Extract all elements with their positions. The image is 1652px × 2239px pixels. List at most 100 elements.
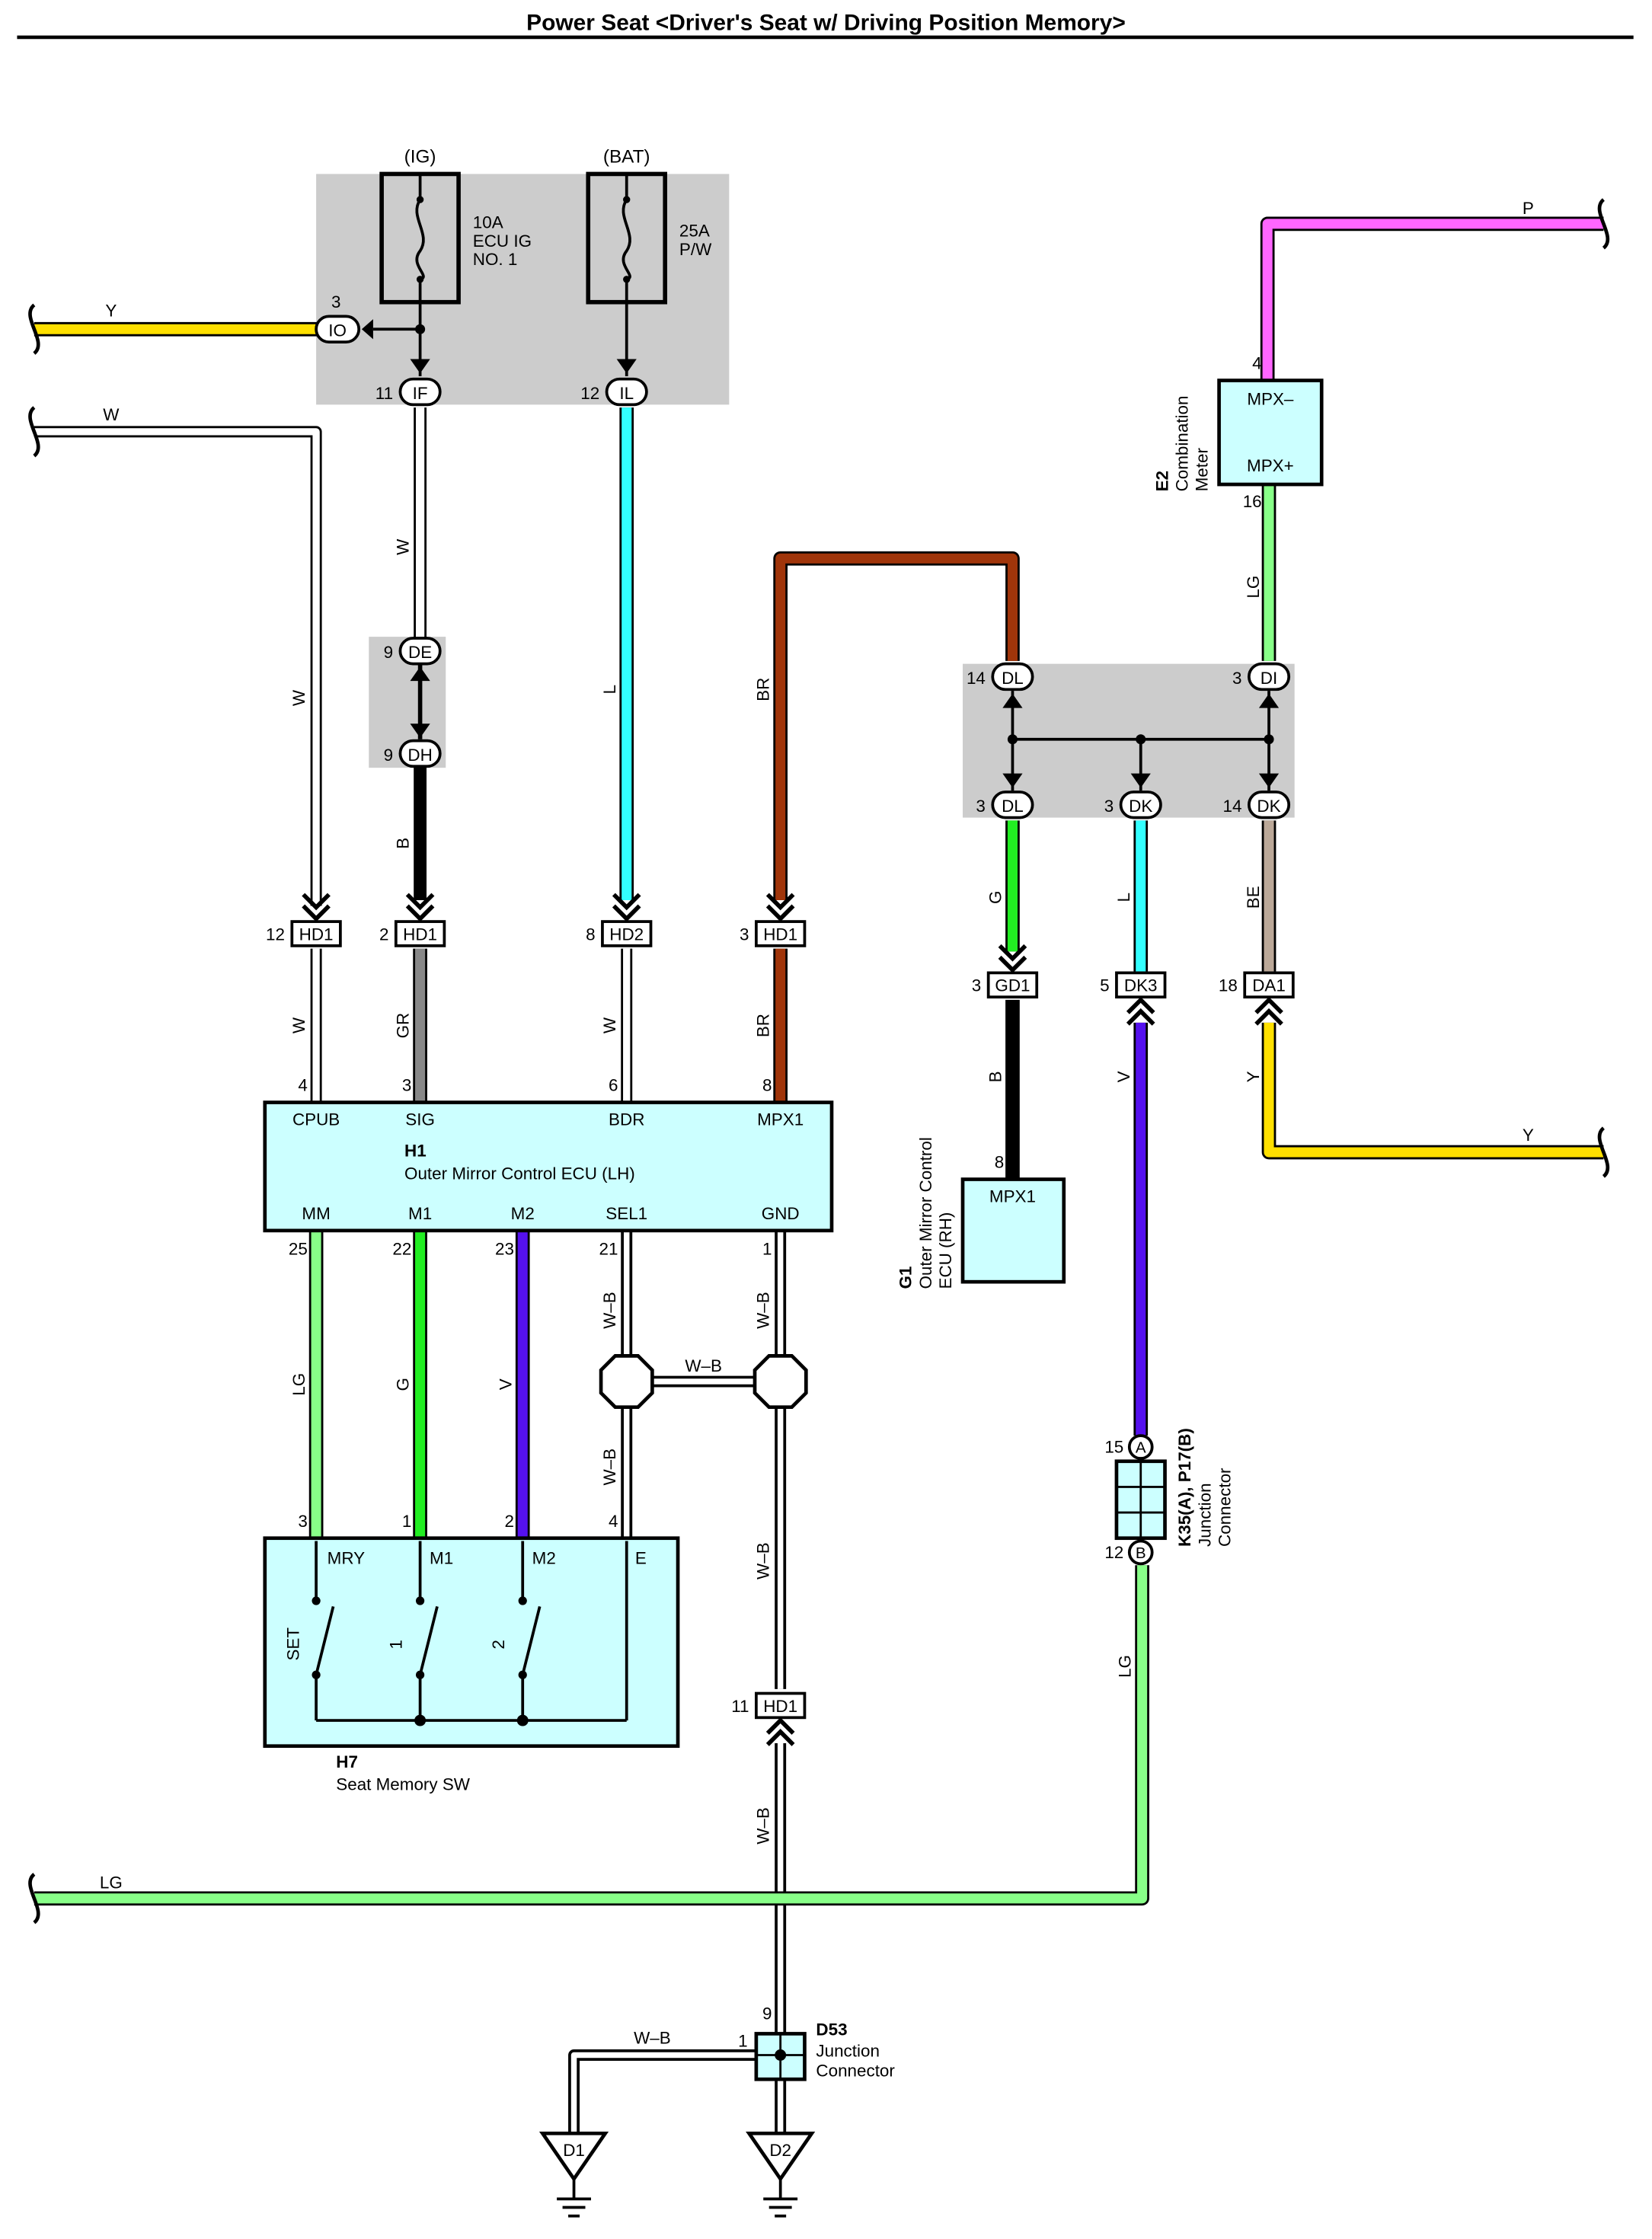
svg-text:A: A: [1136, 1439, 1146, 1457]
svg-text:HD2: HD2: [609, 925, 644, 944]
break-mark-lg-left: [28, 1873, 40, 1924]
svg-text:HD1: HD1: [299, 925, 334, 944]
svg-text:GD1: GD1: [995, 976, 1030, 995]
svg-text:DH: DH: [407, 746, 432, 765]
svg-text:15: 15: [1104, 1438, 1123, 1457]
g1-name1: Outer Mirror Control: [916, 1137, 935, 1289]
break-mark-w-left: [28, 406, 40, 458]
port-dl-bottom: DL 3: [976, 791, 1034, 819]
svg-text:2: 2: [489, 1640, 508, 1649]
d53-code: D53: [816, 2020, 847, 2039]
svg-text:11: 11: [375, 384, 393, 403]
label-wire-wb-gnd: W–B: [754, 1292, 773, 1329]
svg-text:12: 12: [1104, 1543, 1123, 1562]
svg-text:IL: IL: [619, 384, 634, 403]
svg-text:3: 3: [972, 976, 981, 995]
connector-hd1-12: HD1 12: [266, 893, 342, 947]
port-de: DE 9: [384, 637, 442, 666]
svg-text:4: 4: [298, 1076, 307, 1095]
jc-name2: Connector: [1216, 1468, 1235, 1547]
port-io: IO 3: [315, 292, 361, 343]
svg-text:3: 3: [1104, 797, 1114, 816]
svg-text:SET: SET: [284, 1627, 303, 1661]
arrow-if: [410, 359, 430, 374]
svg-text:12: 12: [266, 925, 285, 944]
port-dl-top: DL 14: [967, 662, 1034, 692]
wire-p-meter: [1260, 216, 1604, 379]
connector-hd1-3: HD1 3: [740, 893, 807, 947]
e2-code: E2: [1152, 471, 1171, 491]
svg-text:12: 12: [580, 384, 599, 403]
svg-text:14: 14: [1223, 797, 1242, 816]
svg-text:3: 3: [740, 925, 749, 944]
svg-text:3: 3: [402, 1076, 411, 1095]
svg-text:3: 3: [298, 1512, 307, 1531]
arrow-il: [616, 359, 637, 374]
label-wire-wb-e: W–B: [600, 1448, 619, 1486]
label-wire-w-vert2: W: [394, 538, 413, 555]
svg-text:M1: M1: [430, 1548, 453, 1567]
ground-point-d2: D2: [746, 2131, 816, 2218]
port-dk-middle: DK 3: [1104, 791, 1162, 819]
label-wire-br-vert: BR: [754, 678, 773, 701]
svg-text:DK3: DK3: [1124, 976, 1158, 995]
label-wire-y-da1: Y: [1244, 1071, 1263, 1082]
svg-text:MPX–: MPX–: [1247, 389, 1294, 408]
label-wire-br-hd1: BR: [754, 1014, 773, 1037]
fuse-bat-name: P/W: [679, 240, 712, 259]
label-wire-g-m1: G: [394, 1378, 413, 1391]
fuse-pw: [586, 171, 668, 376]
svg-text:DI: DI: [1261, 669, 1277, 688]
svg-text:MPX1: MPX1: [757, 1110, 804, 1129]
svg-text:SIG: SIG: [405, 1110, 435, 1129]
svg-text:8: 8: [586, 925, 595, 944]
svg-text:GND: GND: [762, 1204, 800, 1223]
svg-text:16: 16: [1243, 492, 1262, 511]
h7-name: Seat Memory SW: [336, 1775, 471, 1794]
break-mark-p-right: [1597, 198, 1610, 250]
component-h7-seat-memory-switch: MRY M1 M2 E 3 1 2 4 SET 1 2: [263, 1512, 680, 1749]
connector-hd1-2: HD1 2: [379, 893, 446, 947]
svg-text:DK: DK: [1257, 797, 1280, 816]
svg-text:8: 8: [762, 1076, 772, 1095]
label-wire-lg-jc: LG: [1116, 1655, 1135, 1678]
svg-text:9: 9: [384, 643, 393, 662]
e2-name1: Combination: [1172, 396, 1191, 492]
jc-code: K35(A), P17(B): [1175, 1428, 1194, 1547]
fuse-ig-amp: 10A: [473, 212, 503, 232]
d53-name2: Connector: [816, 2062, 895, 2081]
splice-point-left: [599, 1354, 654, 1410]
wire-wb-d53-d1: [568, 2049, 756, 2134]
svg-text:H1: H1: [404, 1142, 427, 1161]
port-if: IF 11: [375, 377, 442, 407]
svg-text:14: 14: [967, 669, 986, 688]
g1-code: G1: [896, 1266, 915, 1289]
connector-hd1-11: HD1 11: [731, 1691, 807, 1746]
arrow-dh: [410, 723, 430, 738]
svg-text:B: B: [1136, 1544, 1146, 1562]
svg-text:DL: DL: [1002, 797, 1024, 816]
arrow-io: [361, 319, 373, 340]
label-wire-lg-mm: LG: [289, 1373, 308, 1396]
component-h1-outer-mirror-ecu-lh: CPUB SIG BDR MPX1 H1 Outer Mirror Contro…: [263, 1076, 834, 1259]
svg-text:11: 11: [731, 1697, 749, 1716]
label-wire-g-dl: G: [986, 891, 1005, 904]
svg-text:4: 4: [1252, 354, 1261, 373]
break-mark-y-left: [28, 303, 40, 355]
port-dk-bottom: DK 14: [1223, 791, 1291, 819]
svg-text:MM: MM: [302, 1204, 330, 1223]
component-e2-combination-meter: MPX– MPX+ 4 16: [1217, 354, 1324, 511]
svg-text:18: 18: [1219, 976, 1238, 995]
fuse-ig-name2: NO. 1: [473, 250, 518, 269]
g1-name2: ECU (RH): [936, 1212, 955, 1289]
svg-text:M2: M2: [532, 1548, 556, 1567]
connector-gd1-3: GD1 3: [972, 944, 1039, 999]
label-wire-lg-bottom: LG: [100, 1873, 123, 1892]
wire-w-hd1: [34, 426, 322, 906]
label-wire-b-vert: B: [394, 838, 413, 849]
svg-text:HD1: HD1: [763, 1697, 797, 1716]
fuse-bat-amp: 25A: [679, 222, 710, 241]
label-wire-y-left: Y: [105, 301, 117, 320]
svg-text:9: 9: [762, 2004, 772, 2023]
